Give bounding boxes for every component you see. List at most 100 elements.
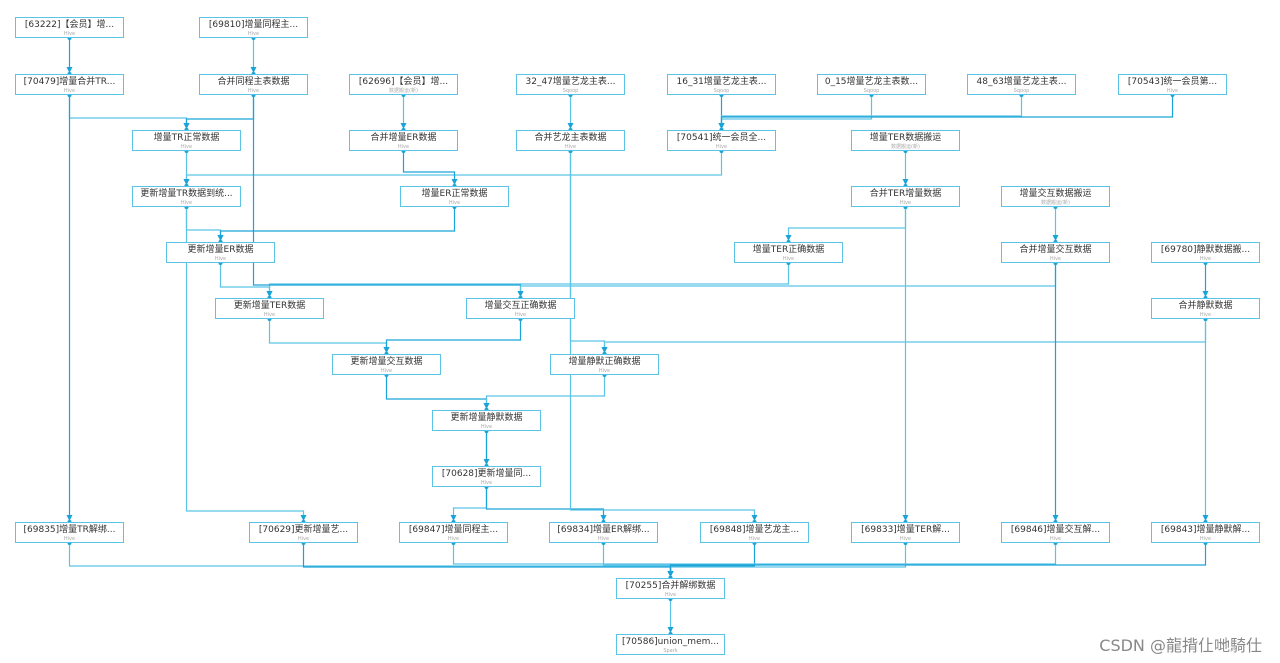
task-node-label: 增量TR正常数据 (153, 133, 220, 143)
edge (385, 375, 488, 409)
edge (185, 207, 222, 241)
task-node-label: 合并TER增量数据 (869, 189, 942, 199)
task-node-type: 数据搬运(新) (1041, 200, 1070, 206)
task-node-type: Hive (1049, 256, 1062, 262)
task-node-label: 更新增量TR数据到统... (140, 189, 233, 199)
task-node-type: Hive (63, 31, 76, 37)
edge (452, 487, 488, 521)
task-node[interactable]: [69780]静默数据搬...Hive (1151, 242, 1260, 263)
task-node[interactable]: [69843]增量静默解...Hive (1151, 522, 1260, 543)
task-node-label: [69843]增量静默解... (1160, 525, 1251, 535)
task-node-label: [62696]【会员】增... (358, 77, 449, 87)
task-node-type: Hive (748, 536, 761, 542)
arrow-icon (183, 123, 190, 129)
edge (385, 319, 522, 353)
task-node[interactable]: [70628]更新增量同...Hive (432, 466, 541, 487)
task-node[interactable]: 增量TER数据搬运数据搬运(新) (851, 130, 960, 151)
task-node-label: 合并增量交互数据 (1019, 245, 1092, 255)
task-node-type: Hive (247, 88, 260, 94)
task-node-label: [63222]【会员】增... (24, 20, 115, 30)
task-node-label: [69810]增量同程主... (208, 20, 299, 30)
edge (485, 375, 606, 409)
edge (787, 207, 907, 241)
arrow-icon (601, 347, 608, 353)
task-node[interactable]: 48_63增量艺龙主表...Sqoop (967, 74, 1076, 95)
task-node-label: 合并同程主表数据 (217, 77, 290, 87)
task-node-label: [70543]统一会员第... (1127, 77, 1218, 87)
task-node-label: [69835]增量TR解绑... (23, 525, 116, 535)
arrow-icon (66, 67, 73, 73)
arrow-icon (451, 179, 458, 185)
edge (569, 151, 606, 353)
task-node-type: Hive (480, 480, 493, 486)
task-node[interactable]: 0_15增量艺龙主表数...Sqoop (817, 74, 926, 95)
task-node-type: Hive (180, 144, 193, 150)
task-node[interactable]: [69848]增量艺龙主...Hive (700, 522, 809, 543)
task-node[interactable]: [70541]统一会员全...Hive (667, 130, 776, 151)
edge (669, 543, 907, 577)
task-node[interactable]: [62696]【会员】增...数据搬运(新) (349, 74, 458, 95)
task-node-label: 16_31增量艺龙主表... (676, 77, 767, 87)
task-node-type: Hive (247, 31, 260, 37)
edge (68, 543, 672, 577)
task-node-type: Hive (514, 312, 527, 318)
task-node-type: Hive (180, 200, 193, 206)
task-node[interactable]: 更新增量TR数据到统...Hive (132, 186, 241, 207)
task-node[interactable]: [70479]增量合并TR...Hive (15, 74, 124, 95)
task-node-label: 增量静默正确数据 (568, 357, 641, 367)
task-node-type: Hive (447, 536, 460, 542)
task-node-type: Hive (664, 592, 677, 598)
edge (669, 543, 1207, 577)
task-node[interactable]: [69833]增量TER解...Hive (851, 522, 960, 543)
task-node-type: Hive (63, 536, 76, 542)
task-node-type: Sqoop (562, 88, 579, 94)
task-node-label: 增量TER正确数据 (752, 245, 825, 255)
task-node[interactable]: [69847]增量同程主...Hive (399, 522, 508, 543)
task-node-type: Hive (397, 144, 410, 150)
watermark: CSDN @龍揹仩哋騎仕 (1099, 636, 1262, 655)
task-node-label: 更新增量TER数据 (233, 301, 306, 311)
task-node[interactable]: [63222]【会员】增...Hive (15, 17, 124, 38)
task-node[interactable]: [69834]增量ER解绑...Hive (549, 522, 658, 543)
task-node[interactable]: [69846]增量交互解...Hive (1001, 522, 1110, 543)
task-node[interactable]: [70629]更新增量艺...Hive (249, 522, 358, 543)
task-node[interactable]: [70586]union_mem...Spark (616, 634, 725, 655)
task-node-label: 增量TER数据搬运 (869, 133, 942, 143)
task-node-type: Hive (598, 368, 611, 374)
arrow-icon (902, 179, 909, 185)
task-node[interactable]: [70543]统一会员第...Hive (1118, 74, 1227, 95)
task-node[interactable]: 16_31增量艺龙主表...Sqoop (667, 74, 776, 95)
edge (669, 543, 1057, 577)
task-node-type: Hive (380, 368, 393, 374)
task-node-type: Sqoop (1013, 88, 1030, 94)
edge (402, 151, 456, 185)
task-node[interactable]: 32_47增量艺龙主表...Sqoop (516, 74, 625, 95)
task-node[interactable]: [69835]增量TR解绑...Hive (15, 522, 124, 543)
arrow-icon (667, 627, 674, 633)
task-node-type: Sqoop (713, 88, 730, 94)
task-node[interactable]: [69810]增量同程主...Hive (199, 17, 308, 38)
task-node-label: 增量交互正确数据 (484, 301, 557, 311)
task-node[interactable]: 增量交互数据搬运数据搬运(新) (1001, 186, 1110, 207)
edge (268, 319, 388, 353)
edge (219, 263, 271, 297)
arrow-icon (1052, 515, 1059, 521)
task-node-label: [70628]更新增量同... (441, 469, 532, 479)
task-node-label: [70629]更新增量艺... (258, 525, 349, 535)
